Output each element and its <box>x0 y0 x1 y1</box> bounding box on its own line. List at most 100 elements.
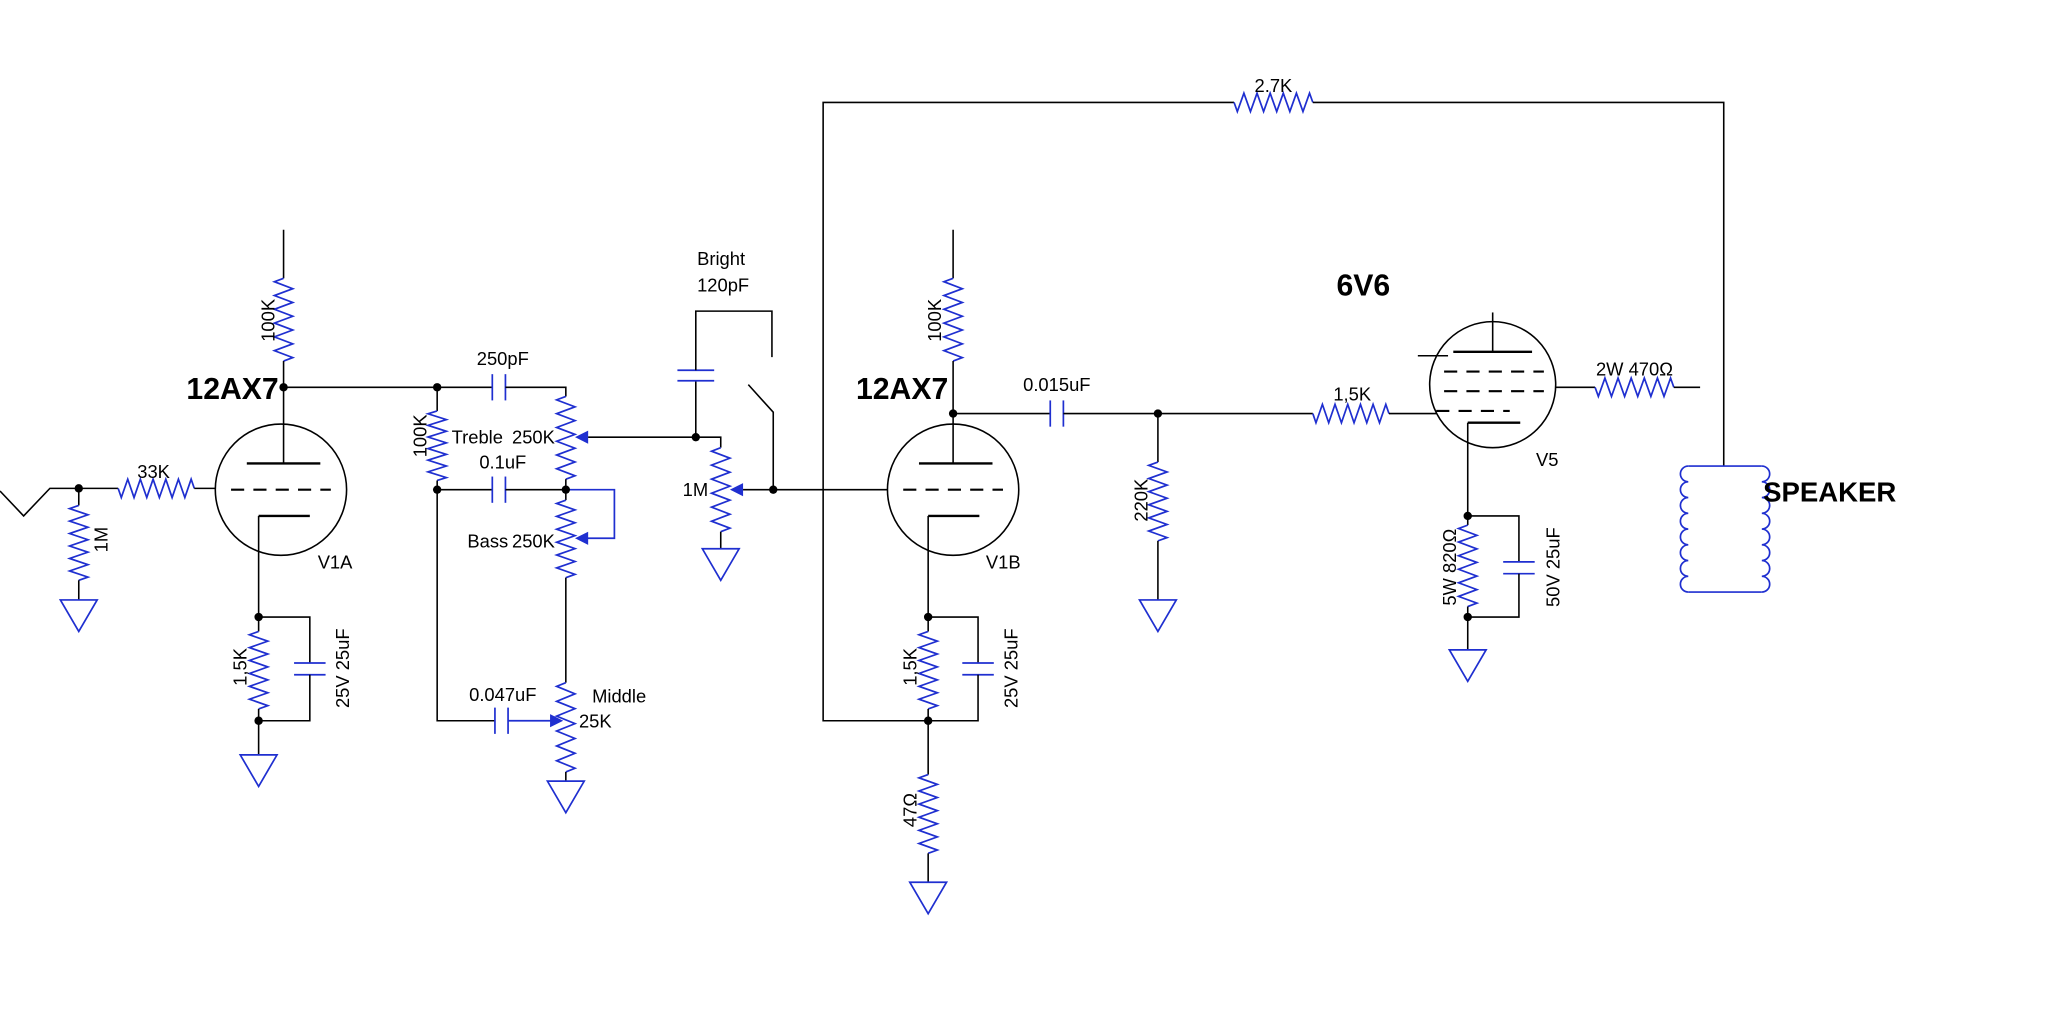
input-section: 33K 1M <box>0 461 216 634</box>
label-middle: Middle <box>592 685 646 706</box>
ground-symbol <box>1447 648 1488 684</box>
resistor-820-ohm <box>1456 524 1480 608</box>
junction-dot <box>923 612 933 622</box>
middle-pot <box>554 681 578 773</box>
tube-v5: 6V6 V5 2W 470Ω 5W 820Ω 50V 25uF <box>1336 269 1701 684</box>
middle-wiper-arrow <box>550 714 564 728</box>
label-1m-grid: 1M <box>91 527 112 553</box>
junction-dot <box>254 612 263 622</box>
junction-dot <box>691 432 700 442</box>
junction-dot <box>254 716 263 725</box>
junction-dot <box>74 484 83 493</box>
label-47-ohm: 47Ω <box>899 793 920 827</box>
input-jack-wire <box>0 487 79 518</box>
bass-wiper-arrow <box>575 531 589 545</box>
tube-v1a: 12AX7 V1A 100K 1,5K 25V 25uF <box>186 229 353 789</box>
label-33k: 33K <box>137 461 170 482</box>
bright-switch <box>747 384 775 490</box>
speaker-coil-left <box>1679 465 1689 593</box>
speaker-label: SPEAKER <box>1763 476 1896 507</box>
wire <box>695 436 722 448</box>
tube-envelope <box>214 423 348 557</box>
tube-type-label-v1a: 12AX7 <box>186 373 278 406</box>
label-50v-25uf: 50V 25uF <box>1543 527 1564 607</box>
tube-ref-v1a: V1A <box>318 551 353 572</box>
wire <box>695 310 773 371</box>
label-bright-value: 120pF <box>697 274 749 295</box>
treble-pot <box>554 395 578 480</box>
junction-dot <box>1463 511 1472 521</box>
junction-dots <box>74 383 1472 725</box>
label-bright: Bright <box>697 248 745 269</box>
wire <box>822 101 1235 722</box>
resistor-100k-plate-v1b <box>941 277 965 362</box>
resistor-470-ohm <box>1594 375 1675 400</box>
tube-v1b: 12AX7 V1B 100K 1,5K 25V 25uF 47Ω <box>856 229 1021 916</box>
resistor-2-7k <box>1233 90 1314 115</box>
volume-pot <box>709 446 733 533</box>
wire <box>1312 101 1725 467</box>
label-bass-value: 250K <box>512 530 556 551</box>
label-250pf: 250pF <box>477 348 529 369</box>
ground-symbol <box>58 599 99 634</box>
label-220k: 220K <box>1130 478 1151 522</box>
ground-symbol <box>238 754 279 789</box>
wire <box>258 674 311 722</box>
feedback-loop: 2.7K <box>822 75 1725 722</box>
resistor-100k-plate-v1a <box>271 277 296 362</box>
junction-dot <box>279 383 288 392</box>
tube-ref-v5: V5 <box>1536 449 1558 470</box>
tone-stack: 250pF Treble 250K 100K 0.1uF 0.047uF Bas… <box>283 348 696 815</box>
label-treble: Treble <box>452 427 503 448</box>
label-0-047uf: 0.047uF <box>469 684 536 705</box>
tube-ref-v1b: V1B <box>986 551 1021 572</box>
ground-symbol <box>545 780 586 815</box>
wire <box>505 386 567 397</box>
junction-dot <box>561 485 571 494</box>
ground-symbol <box>908 881 949 916</box>
label-volume-1m: 1M <box>683 479 709 500</box>
label-0-1uf: 0.1uF <box>479 452 526 473</box>
wire <box>928 616 979 663</box>
tube-type-label-v1b: 12AX7 <box>856 373 948 406</box>
label-100k-tone: 100K <box>410 414 431 458</box>
resistor-47-ohm <box>916 773 940 855</box>
ground-symbol <box>1138 599 1178 634</box>
volume-bright-section: Bright 120pF 1M <box>677 248 888 582</box>
bass-wiper-line <box>565 488 616 540</box>
label-cathode-resistor-v1b: 1,5K <box>899 647 920 686</box>
label-middle-value: 25K <box>579 710 612 731</box>
label-470-ohm: 2W 470Ω <box>1596 358 1673 379</box>
junction-dot <box>432 383 442 392</box>
resistor-220k <box>1146 461 1170 542</box>
resistor-33k <box>117 476 196 501</box>
label-100k-plate-v1a: 100K <box>257 298 278 342</box>
speaker: SPEAKER <box>1679 465 1896 593</box>
resistor-1-5k-grid-stopper <box>1312 401 1390 426</box>
resistor-cathode-v1a <box>246 630 271 710</box>
label-820-ohm: 5W 820Ω <box>1439 529 1460 606</box>
speaker-coil-right <box>1761 465 1771 593</box>
wire <box>1467 573 1520 618</box>
label-cathode-resistor-v1a: 1,5K <box>230 647 251 686</box>
label-treble-value: 250K <box>512 427 556 448</box>
resistor-100k-tone <box>425 410 450 482</box>
junction-dot <box>948 409 958 418</box>
label-2-7k: 2.7K <box>1255 75 1294 96</box>
resistor-1m-grid <box>66 504 91 582</box>
ground-symbol <box>700 547 741 582</box>
label-cathode-cap-v1a: 25V 25uF <box>332 628 353 708</box>
label-bass: Bass <box>467 530 508 551</box>
junction-dot <box>1463 612 1472 622</box>
resistor-cathode-v1b <box>916 630 940 710</box>
wire <box>928 674 979 722</box>
wire <box>1467 515 1520 562</box>
coupling-section: 0.015uF 220K 1,5K <box>953 374 1437 634</box>
label-0-015uf: 0.015uF <box>1023 374 1090 395</box>
junction-dot <box>1153 409 1163 418</box>
treble-wiper-arrow <box>575 430 589 444</box>
bass-pot <box>554 499 578 579</box>
junction-dot <box>923 716 933 725</box>
volume-wiper-arrow <box>729 483 744 497</box>
